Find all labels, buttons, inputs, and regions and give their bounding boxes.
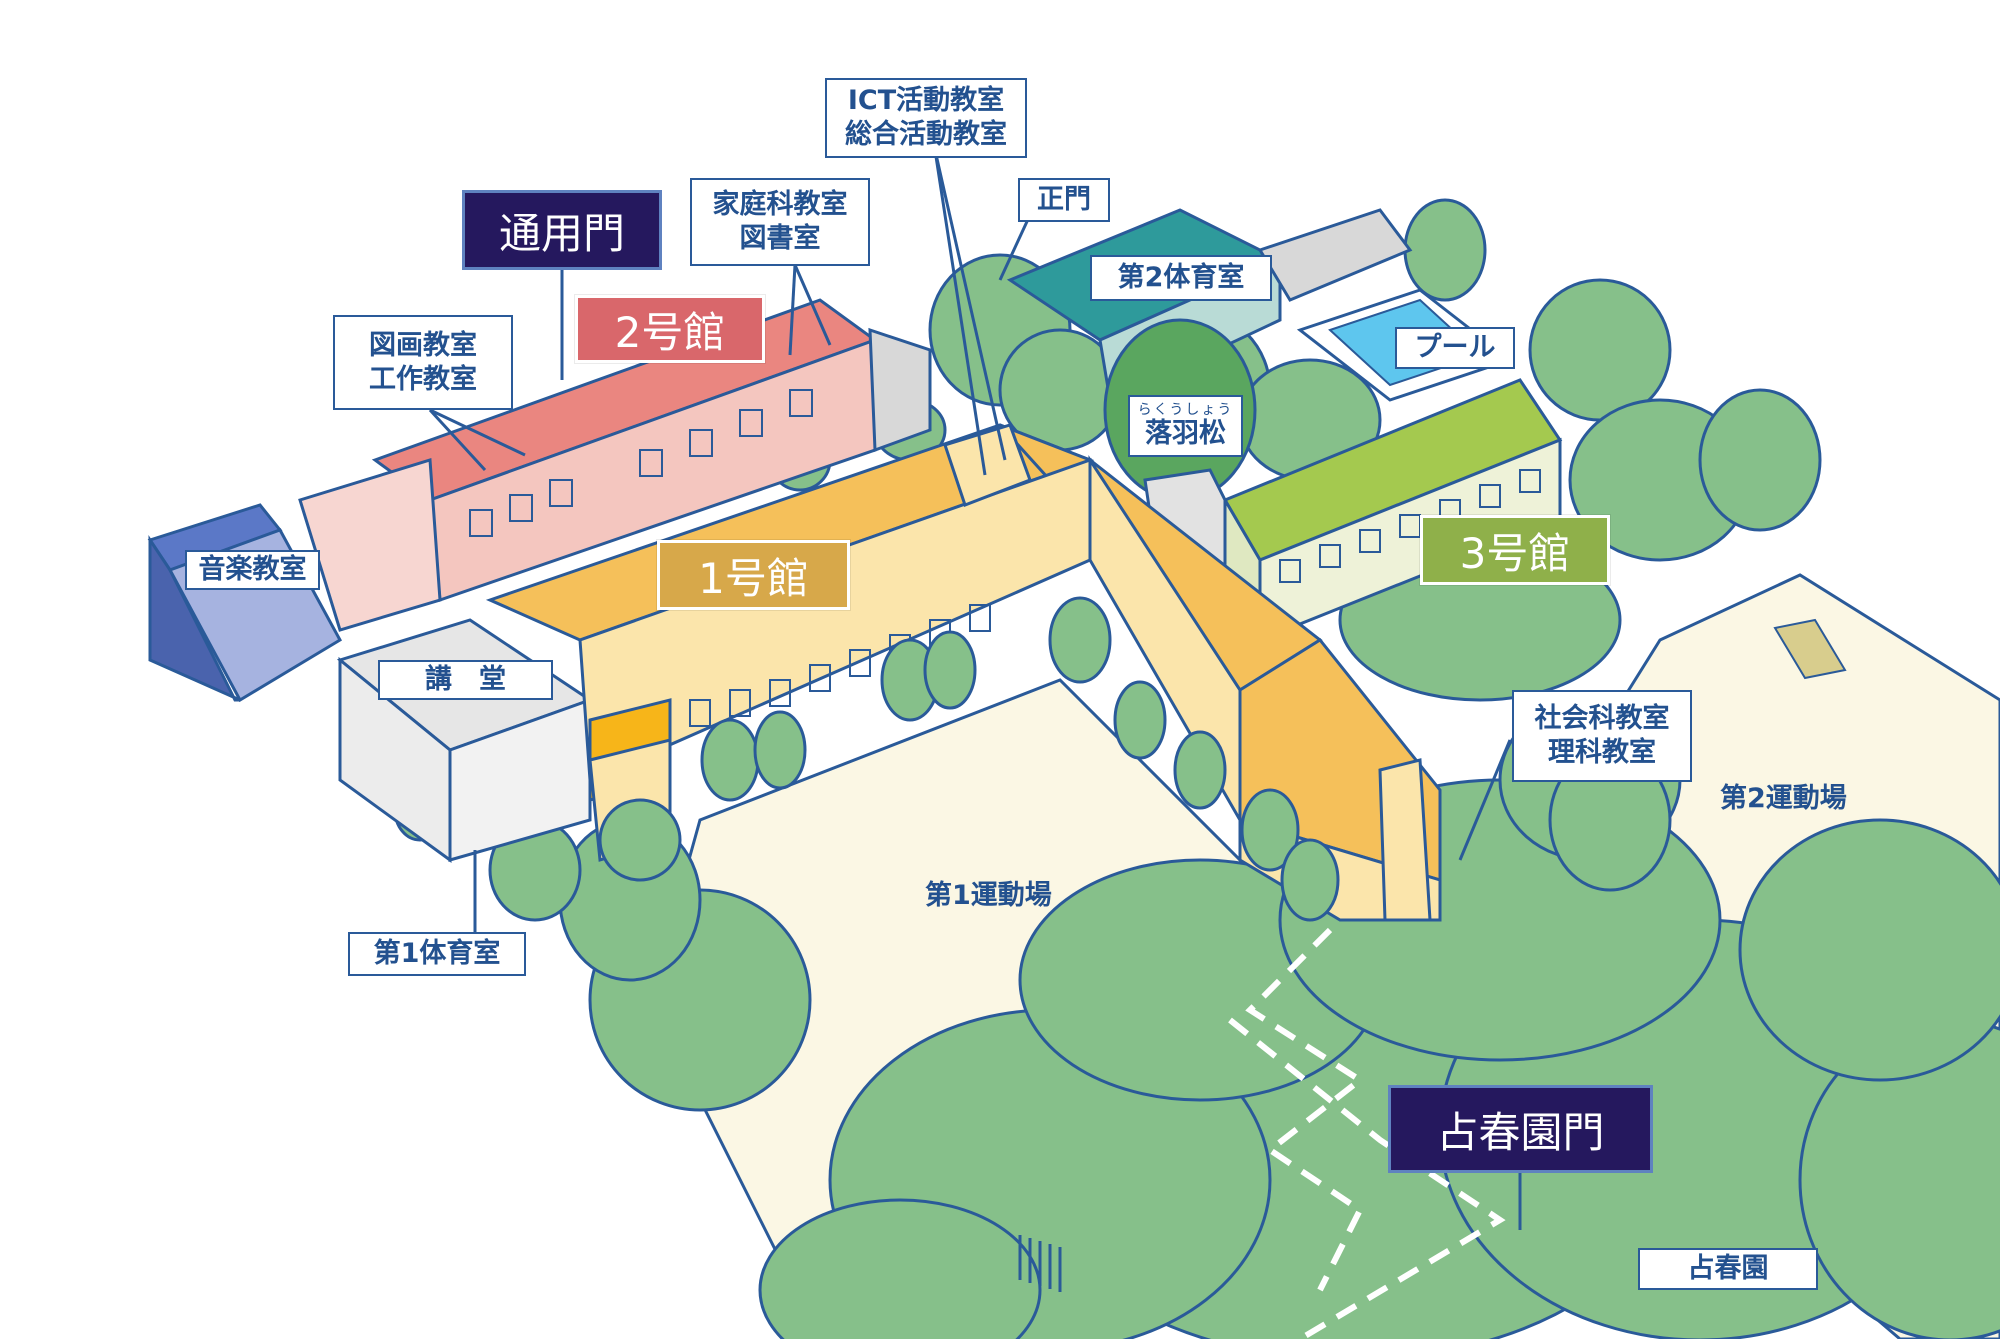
annex-top xyxy=(1257,208,1413,302)
building-3-label: 3号館 xyxy=(1420,515,1610,585)
home-economics-line1: 家庭科教室 xyxy=(712,189,848,221)
senshunen-label: 占春園 xyxy=(1638,1248,1818,1290)
gym-1-label: 第1体育室 xyxy=(348,932,526,976)
rakuusho-name: 落羽松 xyxy=(1145,417,1226,449)
building-2-label: 2号館 xyxy=(575,295,765,363)
building-1-label: 1号館 xyxy=(657,540,850,610)
pool-label: プール xyxy=(1395,327,1515,369)
science-room-line2: 理科教室 xyxy=(1548,737,1656,768)
gym-2-label: 第2体育室 xyxy=(1090,255,1272,301)
tsuyo-gate-label: 通用門 xyxy=(462,190,662,270)
auditorium-label: 講 堂 xyxy=(378,660,553,700)
front-trees xyxy=(598,596,1340,922)
ict-room-line1: ICT活動教室 xyxy=(847,85,1005,117)
grey-annex-2 xyxy=(868,327,932,453)
home-economics-label: 家庭科教室 図書室 xyxy=(690,178,870,266)
music-room-wall xyxy=(148,535,241,702)
field-1-label: 第1運動場 xyxy=(925,880,1052,911)
rakuusho-ruby: らくうしょう xyxy=(1137,402,1234,419)
auditorium-side xyxy=(338,656,452,863)
leader-lines xyxy=(428,149,1522,1230)
music-room-label: 音楽教室 xyxy=(185,550,320,590)
senshunen-gate-label: 占春園門 xyxy=(1388,1085,1653,1173)
path-line-2 xyxy=(1228,1017,1506,1339)
ict-block xyxy=(943,423,1032,507)
ict-room-line2: 総合活動教室 xyxy=(845,119,1007,150)
field-2-label: 第2運動場 xyxy=(1720,783,1847,814)
auditorium-tower xyxy=(1378,758,1432,922)
path-line xyxy=(1245,927,1366,1292)
fence xyxy=(1018,1235,1062,1292)
home-economics-line2: 図書室 xyxy=(739,223,821,254)
art-room-label: 図画教室 工作教室 xyxy=(333,315,513,410)
main-gate-label: 正門 xyxy=(1018,178,1110,222)
field-2-marker xyxy=(1773,618,1847,680)
science-room-label: 社会科教室 理科教室 xyxy=(1512,690,1692,782)
ict-room-label: ICT活動教室 総合活動教室 xyxy=(825,78,1027,158)
art-room-line1: 図画教室 xyxy=(369,329,477,361)
science-room-line1: 社会科教室 xyxy=(1534,703,1670,735)
art-room-line2: 工作教室 xyxy=(369,363,477,395)
building-2-low xyxy=(298,458,442,632)
rakuusho-label: らくうしょう 落羽松 xyxy=(1128,395,1243,457)
